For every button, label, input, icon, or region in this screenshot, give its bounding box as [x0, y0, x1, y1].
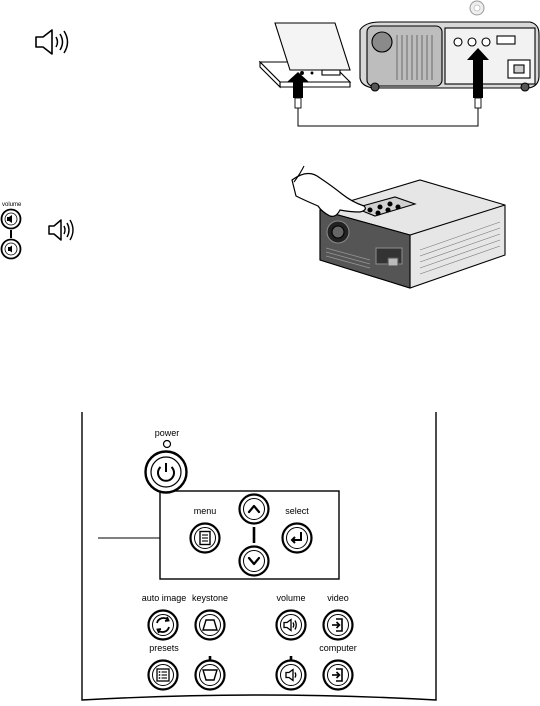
up-button[interactable]	[238, 493, 270, 525]
presets-label: presets	[149, 643, 179, 653]
volume-up-button[interactable]	[275, 609, 307, 641]
menu-icon	[200, 532, 210, 545]
computer-button[interactable]	[322, 659, 354, 691]
menu-button[interactable]	[189, 522, 221, 554]
computer-label: computer	[319, 643, 357, 653]
keystone-label: keystone	[192, 593, 228, 603]
auto-image-label: auto image	[142, 593, 187, 603]
keystone-down-button[interactable]	[194, 659, 226, 691]
down-button[interactable]	[238, 545, 270, 577]
video-label: video	[327, 593, 349, 603]
volume-label: volume	[276, 593, 305, 603]
select-label: select	[285, 506, 309, 516]
volume-down-button[interactable]	[275, 659, 307, 691]
video-button[interactable]	[322, 609, 354, 641]
power-label: power	[155, 428, 180, 438]
auto-image-button[interactable]	[147, 609, 179, 641]
keystone-up-button[interactable]	[194, 609, 226, 641]
presets-button[interactable]	[147, 659, 179, 691]
presets-icon	[157, 669, 169, 681]
menu-label: menu	[194, 506, 217, 516]
power-button[interactable]	[144, 450, 188, 494]
select-button[interactable]	[281, 522, 313, 554]
